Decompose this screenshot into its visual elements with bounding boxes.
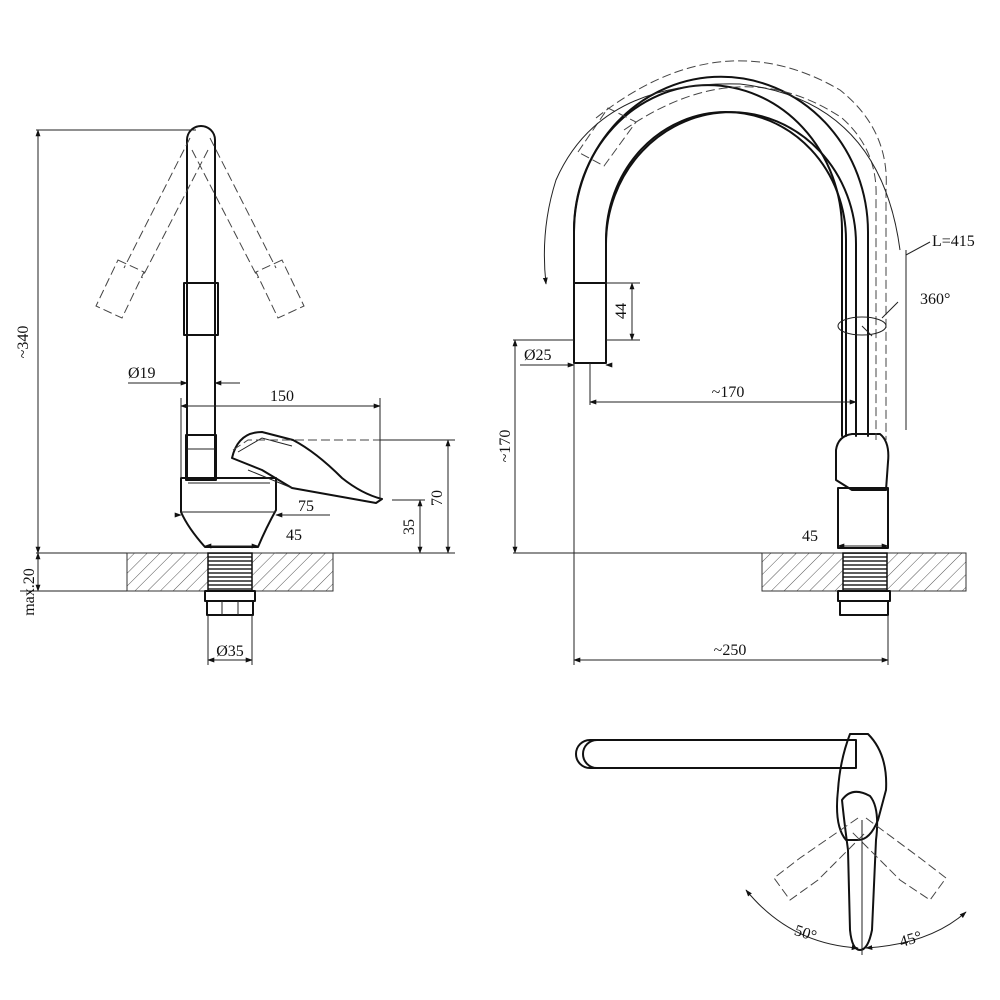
dimension-lines [20, 129, 889, 665]
spout-rotated [595, 60, 887, 440]
spout-swing-left [95, 137, 209, 319]
spout-swing-right [191, 137, 305, 319]
dim-total-height: ~340 [15, 326, 32, 359]
spout-top [575, 739, 857, 769]
dim-body-height: 35 [401, 519, 418, 535]
spout-outlet [573, 282, 607, 364]
dim-rotation: 360° [920, 291, 950, 308]
lever-swing-right [851, 817, 947, 901]
dim-spout-outlet: 44 [613, 303, 630, 319]
dimension-labels: ~340 Ø19 150 75 45 70 35 max.20 Ø35 L=41… [15, 233, 975, 951]
spout-collar [185, 434, 217, 481]
dim-spout-height: ~170 [497, 430, 514, 463]
dim-outlet-diameter: Ø25 [524, 347, 552, 364]
top-view [575, 733, 967, 955]
dim-body-width-side: 45 [802, 528, 818, 545]
rotation-indicator [837, 316, 887, 336]
faucet-body-side [837, 487, 889, 549]
threaded-shank [207, 552, 253, 592]
dim-spout-arc-length: L=415 [932, 233, 975, 250]
dim-lever-angle-right: 45° [898, 928, 924, 951]
mount-nut [204, 590, 256, 602]
dim-base-diameter: Ø35 [216, 643, 244, 660]
handle-side [835, 433, 890, 491]
threaded-shank-side [842, 552, 888, 592]
mount-nut-lower-side [839, 600, 889, 616]
dim-spout-diameter: Ø19 [128, 365, 156, 382]
dim-lever-reach: 150 [270, 388, 294, 405]
dim-lever-height: 70 [429, 490, 446, 506]
dim-total-width: ~250 [714, 642, 747, 659]
lever-front [231, 431, 383, 504]
dim-spout-reach: ~170 [712, 384, 745, 401]
mount-nut-side [837, 590, 891, 602]
dim-body-width: 45 [286, 527, 302, 544]
spout-arch [573, 84, 843, 437]
side-view [542, 60, 967, 616]
mount-nut-lower [206, 600, 254, 616]
spout-sleeve [183, 282, 219, 336]
dim-lever-offset: 75 [298, 498, 314, 515]
lever-top [841, 790, 879, 951]
lever-swing-left [773, 817, 867, 901]
dim-max-thickness: max.20 [21, 568, 38, 616]
swing-arc [542, 83, 901, 285]
dim-lever-angle-left: 50° [792, 922, 819, 945]
spout-front [186, 125, 216, 479]
